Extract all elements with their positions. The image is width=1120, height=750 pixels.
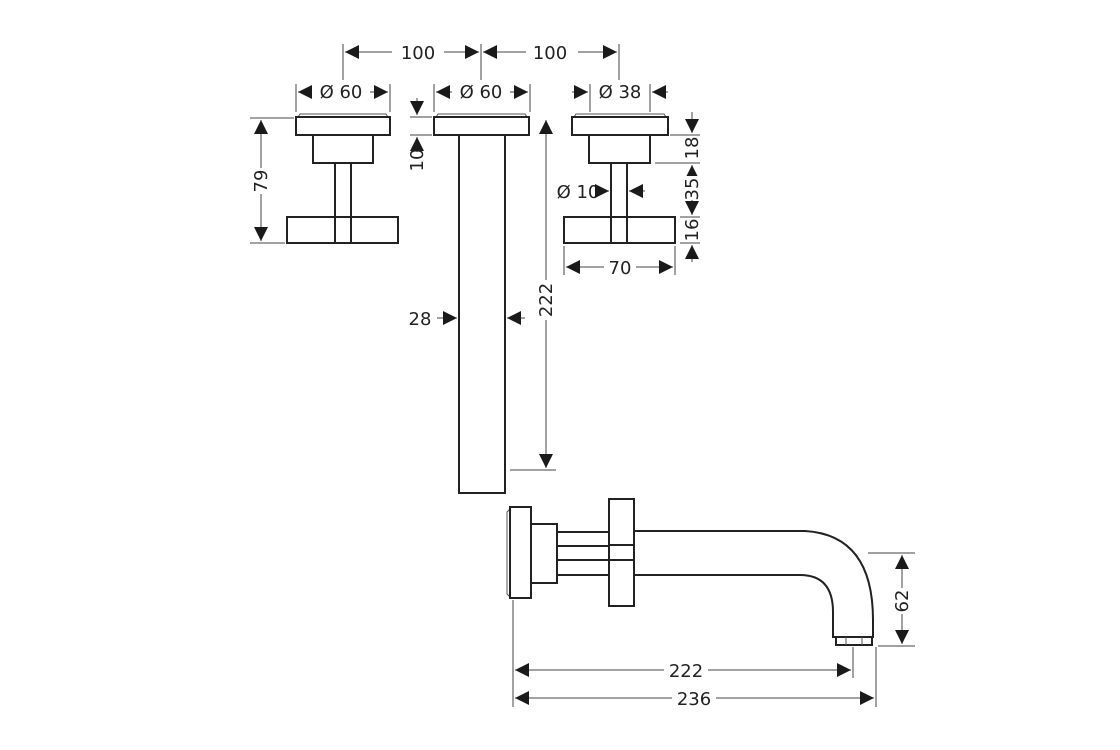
dim-left-handle-diameter: Ø 60: [320, 82, 363, 103]
dim-left-handle-height: 79: [251, 170, 272, 193]
dim-spout-cap-diameter: Ø 60: [460, 82, 503, 103]
dim-stem-diameter: Ø 10: [557, 182, 600, 203]
dim-spacing-right: 100: [533, 43, 567, 64]
dim-tube-length: 222: [536, 283, 557, 317]
spout-side-view: [506, 498, 874, 646]
right-handle: Ø 38 Ø 10 70 18 35 16: [557, 80, 703, 279]
dim-stem-height: 35: [682, 178, 703, 201]
spout-tube: Ø 60 10 222 28: [407, 80, 557, 494]
dim-spout-drop: 62: [892, 590, 913, 613]
dim-tube-width: 28: [409, 309, 432, 330]
dim-base-height: 16: [682, 219, 703, 242]
dim-spout-reach: 222: [669, 661, 703, 682]
spout-dimensions: 62 222 236: [512, 552, 915, 710]
left-handle: Ø 60 79: [250, 80, 399, 244]
dim-cap-thickness: 10: [407, 149, 428, 172]
spacing-dimension: 100 100: [342, 42, 620, 100]
dim-spacing-left: 100: [401, 43, 435, 64]
dim-cap-height: 18: [682, 137, 703, 160]
dim-base-width: 70: [609, 258, 632, 279]
dim-spout-total: 236: [677, 689, 711, 710]
dim-right-handle-cap-diameter: Ø 38: [599, 82, 642, 103]
